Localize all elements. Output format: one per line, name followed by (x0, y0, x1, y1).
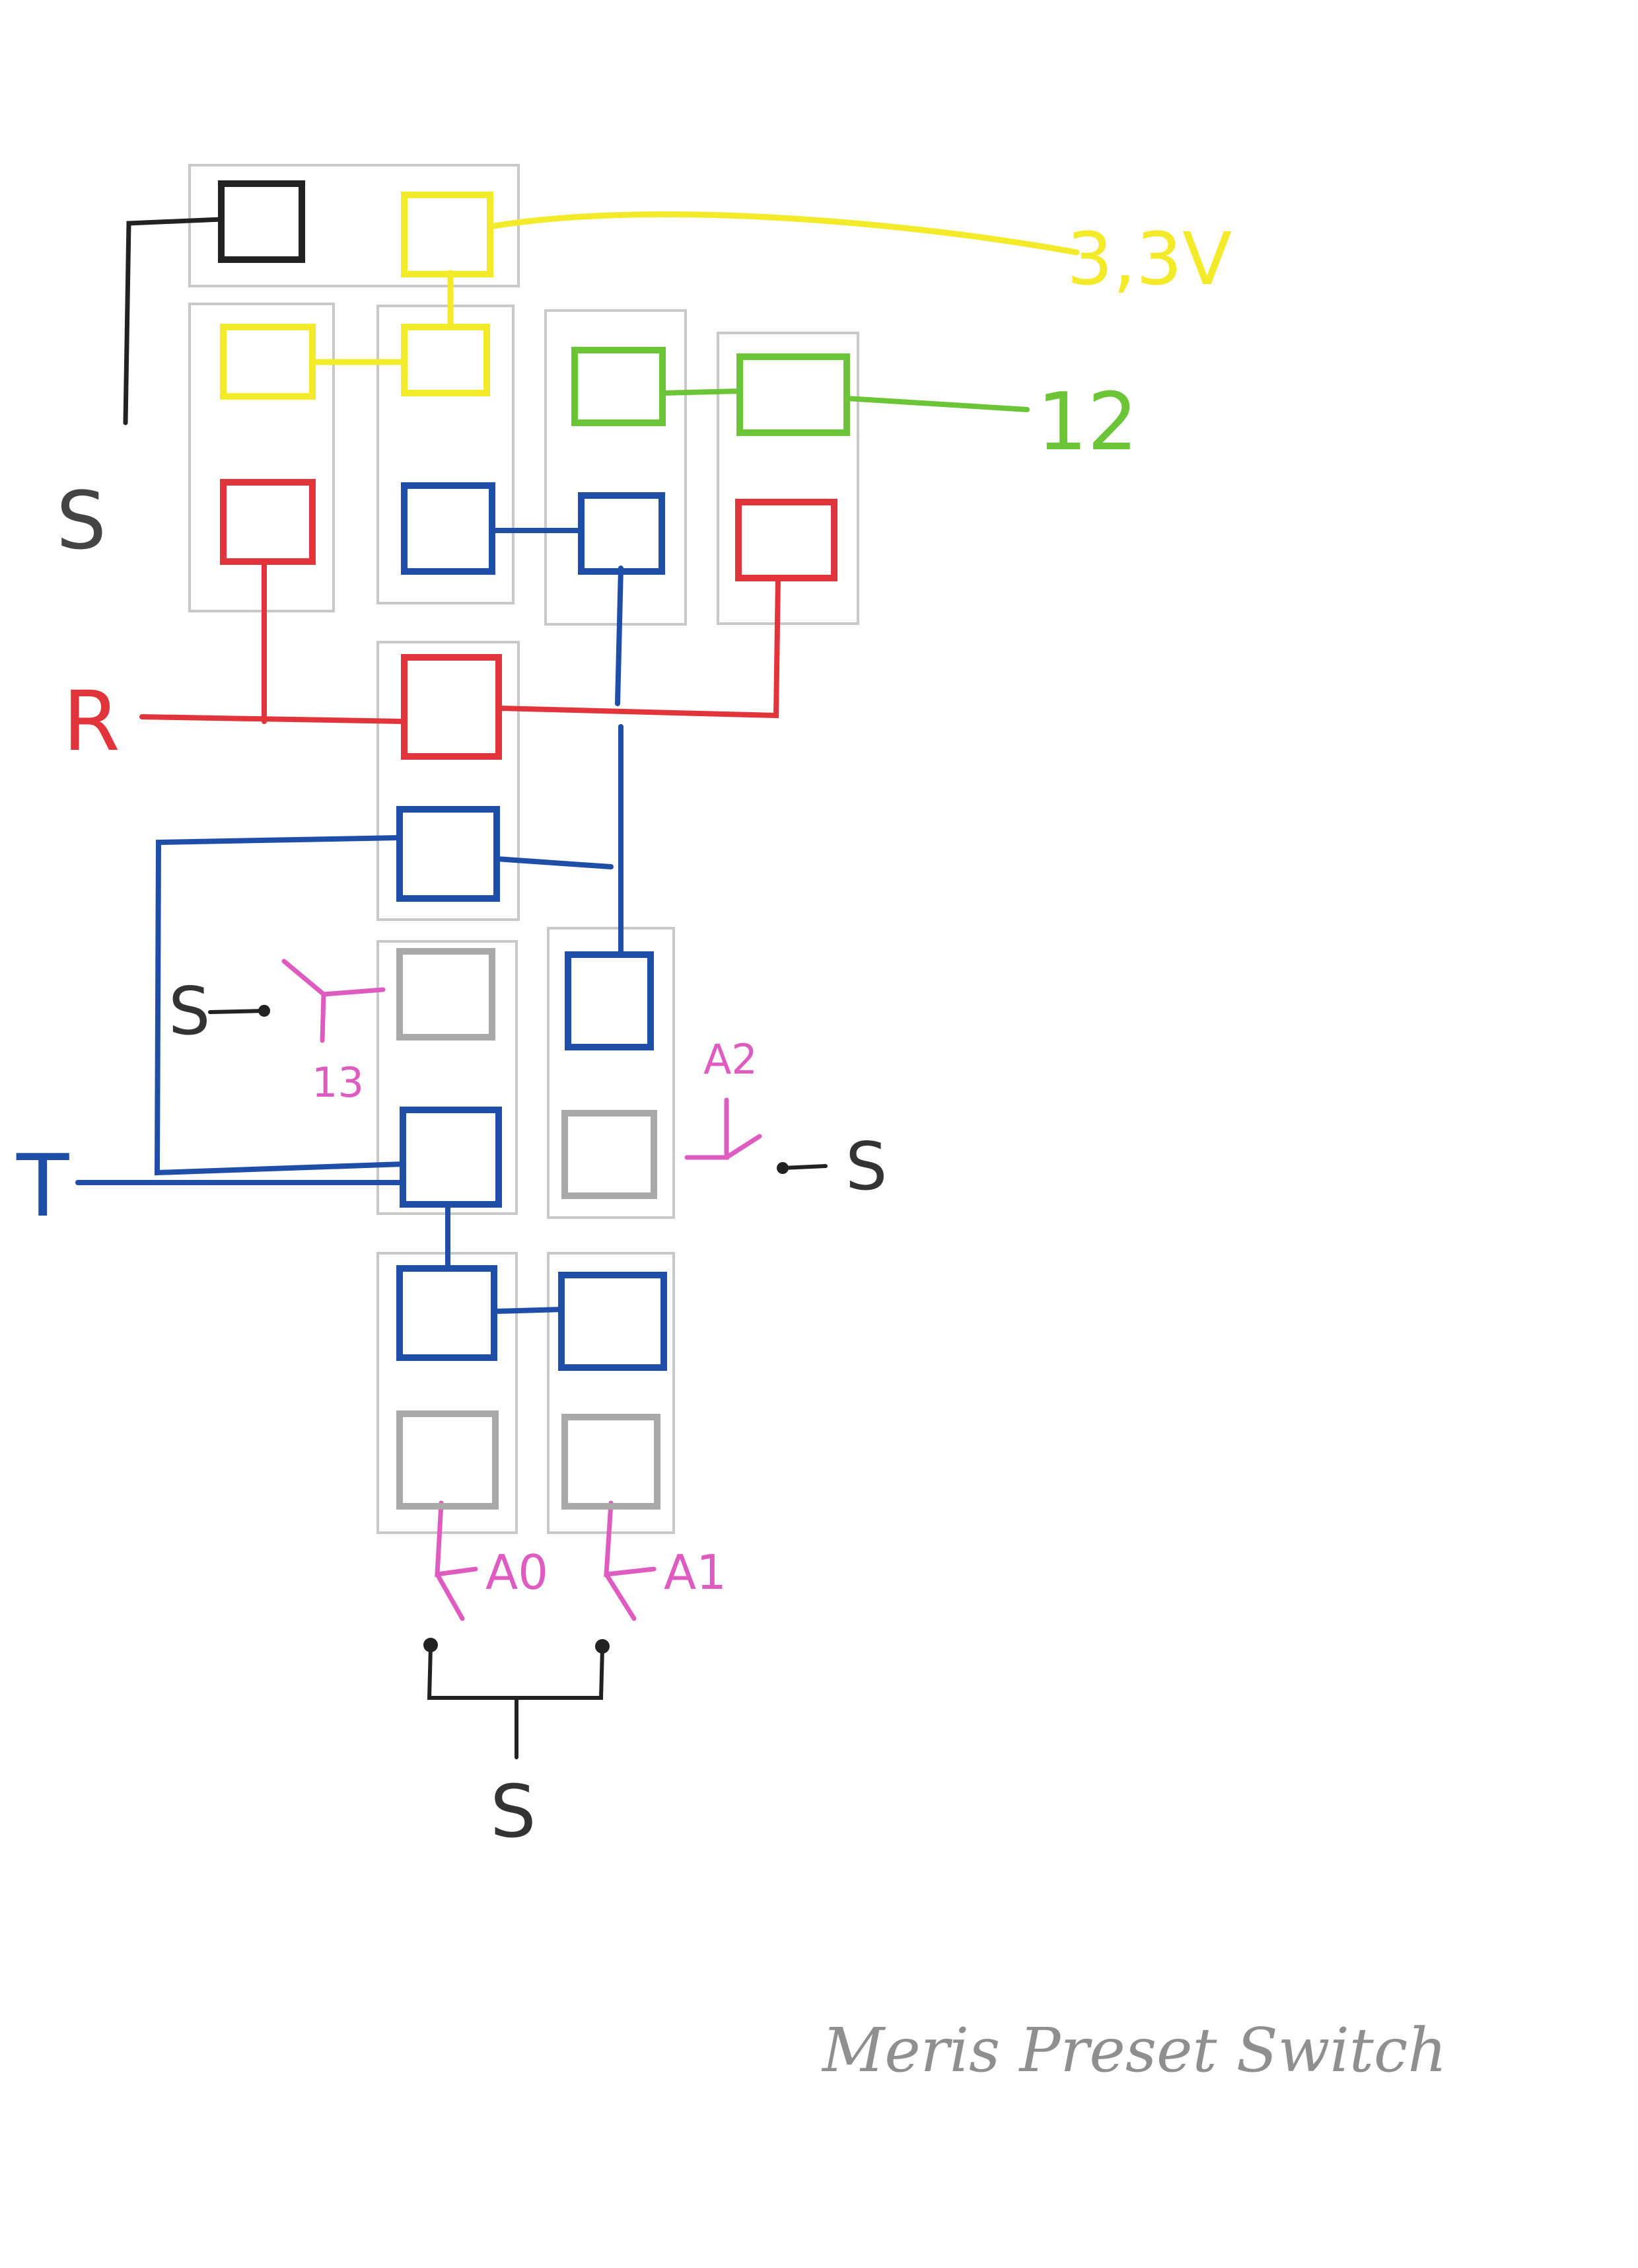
pad-blue-low-right (558, 1272, 667, 1371)
magenta-arrows (281, 959, 762, 1621)
pad-red-right (735, 499, 837, 581)
pad-blue-right (565, 951, 654, 1050)
pad-red-mid (401, 654, 502, 760)
pad-3v3 (401, 192, 493, 277)
label-3v3: 3,3V (1067, 217, 1232, 301)
terminal-dots (258, 1005, 789, 1654)
pad-blue-t (400, 1107, 502, 1208)
terminal-dot-a2 (777, 1162, 789, 1174)
pad-yellow-right (401, 324, 490, 396)
label-a0: A0 (485, 1545, 548, 1600)
pads (218, 180, 850, 1510)
black-connectors (208, 1009, 828, 1759)
red-wires (139, 559, 781, 724)
pad-gray-a1 (561, 1414, 660, 1510)
footprint-outlines (188, 164, 859, 1534)
pad-green-left (571, 347, 666, 426)
footprint-mid (376, 641, 520, 921)
pad-ground (218, 180, 305, 263)
yellow-wires (309, 211, 1080, 365)
label-12: 12 (1037, 377, 1138, 468)
pad-blue-low-left (396, 1265, 497, 1361)
terminal-dot-a0 (423, 1638, 438, 1652)
pad-red-left (220, 479, 316, 565)
label-s-top: S (56, 476, 106, 567)
pad-yellow-left (220, 324, 316, 400)
green-wires (660, 388, 1030, 412)
pad-gray-a0 (396, 1410, 499, 1510)
label-13: 13 (312, 1058, 364, 1107)
footprint-top (188, 164, 520, 287)
terminal-dot-13 (258, 1005, 270, 1017)
pad-blue-mid (396, 806, 500, 902)
label-r: R (63, 674, 120, 770)
footprint-col4 (717, 332, 859, 625)
pad-green-right (736, 353, 850, 436)
black-wire (123, 217, 224, 425)
footprint-col2 (376, 305, 515, 604)
pad-gray-13 (396, 948, 495, 1041)
blue-wires (75, 528, 623, 1314)
footprint-lower-right (547, 927, 675, 1219)
terminal-dot-a1 (595, 1639, 610, 1654)
label-s-a2: S (845, 1128, 887, 1205)
label-s-13: S (168, 972, 210, 1050)
label-a1: A1 (664, 1545, 727, 1600)
diagram-title: Meris Preset Switch (821, 2015, 1447, 2086)
pad-blue-1 (401, 482, 495, 575)
label-t: T (16, 1136, 69, 1236)
pad-gray-a2 (561, 1110, 657, 1199)
footprint-col3 (544, 309, 687, 626)
pad-blue-2 (578, 492, 665, 575)
label-a2: A2 (703, 1035, 758, 1083)
label-s-bottom: S (490, 1769, 536, 1854)
